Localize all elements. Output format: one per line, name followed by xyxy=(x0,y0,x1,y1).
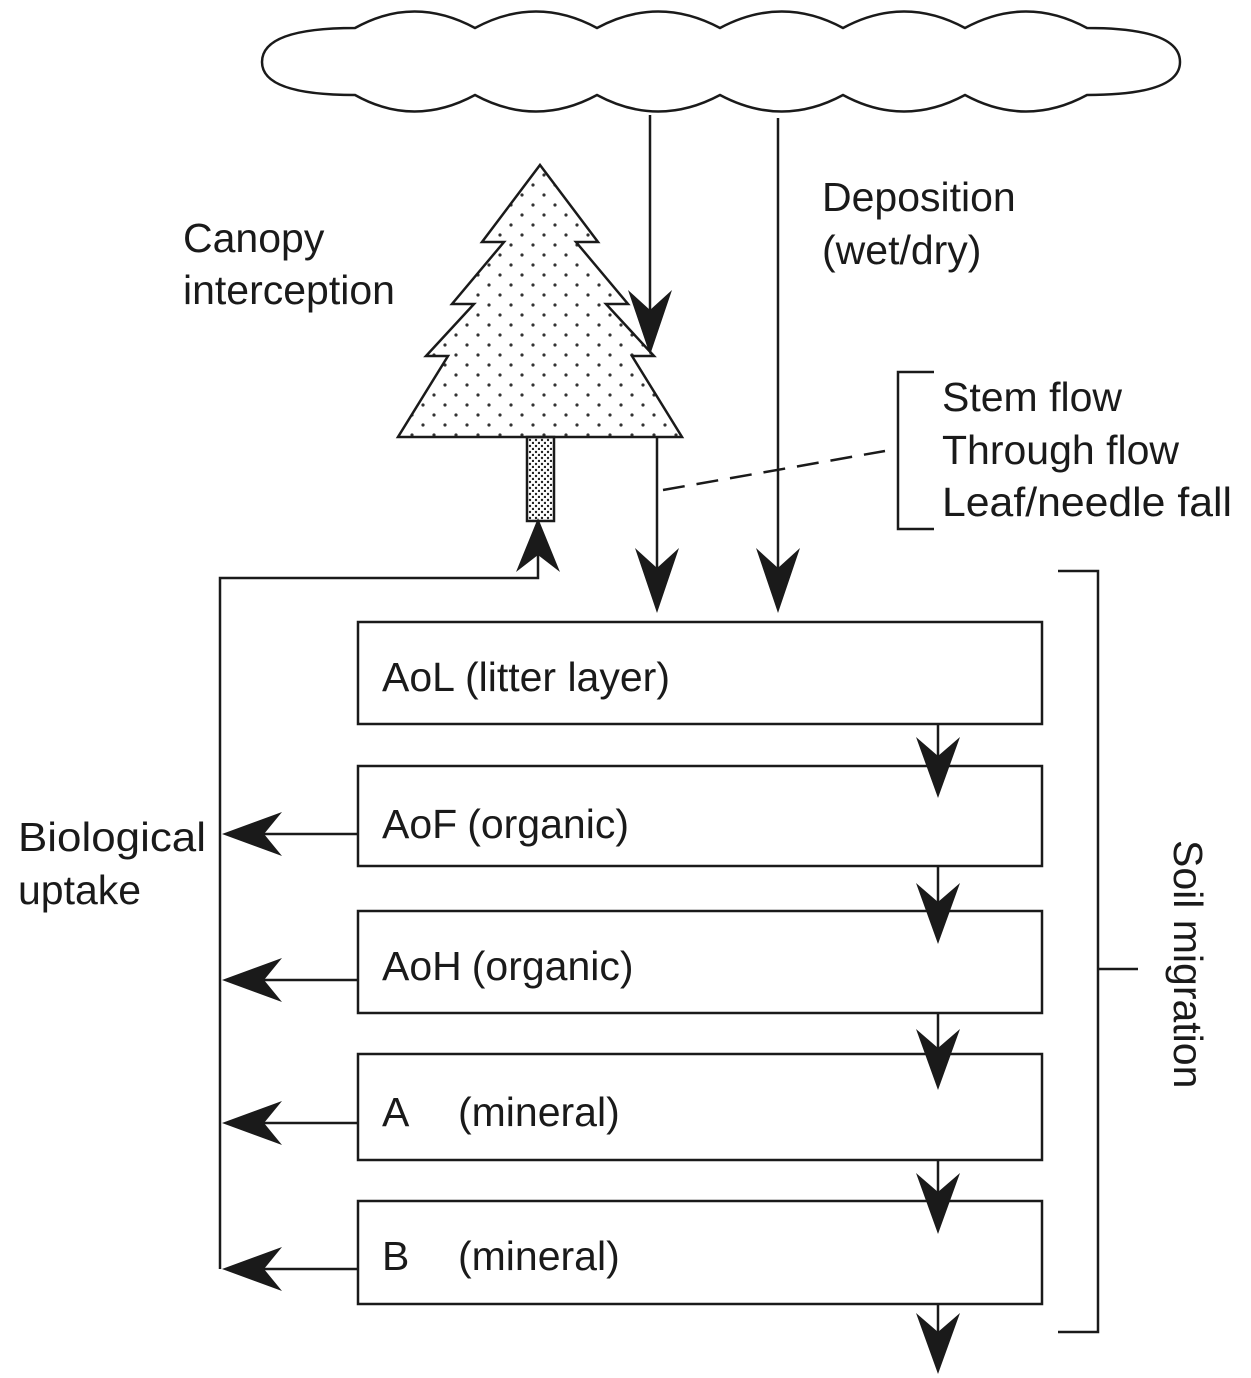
uptake-arrow xyxy=(222,1247,358,1291)
layer-code-a: A xyxy=(382,1089,410,1135)
biological-label-line1: Biological xyxy=(18,814,206,860)
migration-arrow xyxy=(916,724,960,798)
arrowhead-uptake-tree xyxy=(516,518,560,572)
layer-box-a xyxy=(356,1052,1044,1162)
layer-box-b xyxy=(356,1199,1044,1306)
layer-box-aoh xyxy=(356,909,1044,1015)
canopy-label-line2: interception xyxy=(183,267,395,313)
migration-arrow xyxy=(916,866,960,944)
cloud-icon xyxy=(260,10,1182,113)
layer-box-aol xyxy=(356,620,1044,726)
arrowhead-canopy xyxy=(628,290,672,355)
tree-icon xyxy=(395,162,685,523)
migration-arrow xyxy=(916,1013,960,1090)
layer-desc-aof: (organic) xyxy=(467,801,629,847)
svg-text:AoF(organic): AoF(organic) xyxy=(382,801,629,847)
deposition-label-line2: (wet/dry) xyxy=(822,227,981,273)
layer-desc-b: (mineral) xyxy=(458,1233,620,1279)
uptake-return-line xyxy=(218,555,540,1269)
arrowhead-stemflow xyxy=(635,548,679,613)
through-flow-label: Through flow xyxy=(942,427,1179,473)
deposition-label-line1: Deposition xyxy=(822,174,1016,220)
svg-text:AoL(litter layer): AoL(litter layer) xyxy=(382,654,670,700)
flow-leader-dashed xyxy=(662,449,886,492)
layer-code-b: B xyxy=(382,1233,409,1279)
canopy-label-line1: Canopy xyxy=(183,215,325,261)
uptake-arrow xyxy=(222,958,358,1002)
svg-text:AoH(organic): AoH(organic) xyxy=(382,943,634,989)
layer-desc-aoh: (organic) xyxy=(472,943,634,989)
layer-code-aol: AoL xyxy=(382,654,455,700)
arrowhead-deposition-soil xyxy=(756,548,800,613)
layer-desc-a: (mineral) xyxy=(458,1089,620,1135)
soil-migration-label: Soil migration xyxy=(1165,840,1211,1088)
layer-desc-aol: (litter layer) xyxy=(465,654,670,700)
layer-code-aoh: AoH xyxy=(382,943,462,989)
leaf-fall-label: Leaf/needle fall xyxy=(942,479,1232,525)
uptake-arrow xyxy=(222,1101,358,1145)
biological-label-line2: uptake xyxy=(18,867,141,913)
flow-bracket xyxy=(896,370,934,531)
soil-migration-bracket xyxy=(1058,569,1138,1334)
layer-code-aof: AoF xyxy=(382,801,457,847)
migration-arrow xyxy=(916,1304,960,1374)
layer-box-aof xyxy=(356,764,1044,868)
stem-flow-label: Stem flow xyxy=(942,374,1122,420)
migration-arrow xyxy=(916,1160,960,1234)
uptake-arrow xyxy=(222,812,358,856)
